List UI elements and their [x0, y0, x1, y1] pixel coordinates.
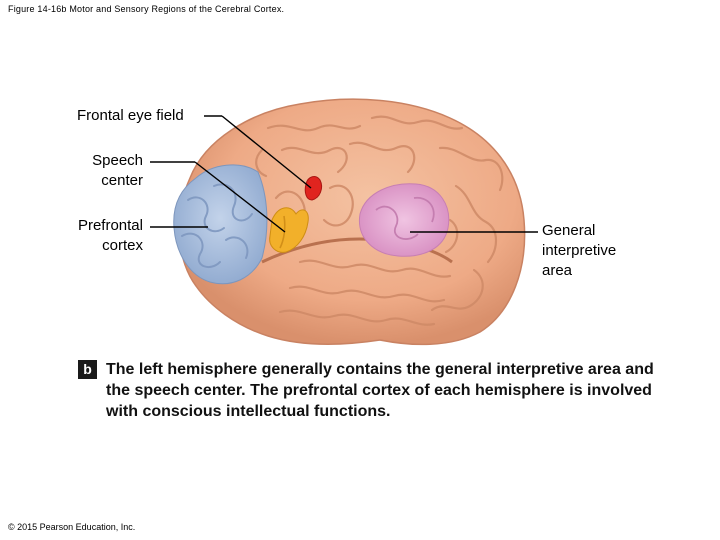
speech-center: [269, 207, 309, 253]
label-prefrontal-line1: Prefrontal: [77, 217, 143, 234]
label-frontal-eye-field: Frontal eye field: [77, 107, 184, 124]
label-prefrontal-cortex: Prefrontal cortex: [60, 216, 143, 256]
caption-letter-badge: b: [78, 360, 97, 379]
label-general-line2: interpretive: [542, 242, 617, 259]
label-speech-line1: Speech: [92, 152, 143, 169]
label-general-line1: General: [542, 222, 596, 239]
label-speech-line2: center: [101, 172, 143, 189]
cerebral-hemisphere: [178, 98, 526, 346]
label-speech-center: Speech center: [80, 151, 143, 191]
label-general-interpretive-area: General interpretive area: [542, 221, 616, 281]
label-general-line3: area: [542, 262, 573, 279]
general-interpretive-area: [358, 183, 450, 257]
frontal-eye-field: [304, 176, 323, 201]
prefrontal-region: [173, 164, 268, 285]
figure-title: Figure 14-16b Motor and Sensory Regions …: [8, 4, 285, 14]
caption-text: The left hemisphere generally contains t…: [106, 361, 654, 420]
copyright-notice: © 2015 Pearson Education, Inc.: [8, 522, 136, 532]
label-prefrontal-line2: cortex: [102, 237, 143, 254]
